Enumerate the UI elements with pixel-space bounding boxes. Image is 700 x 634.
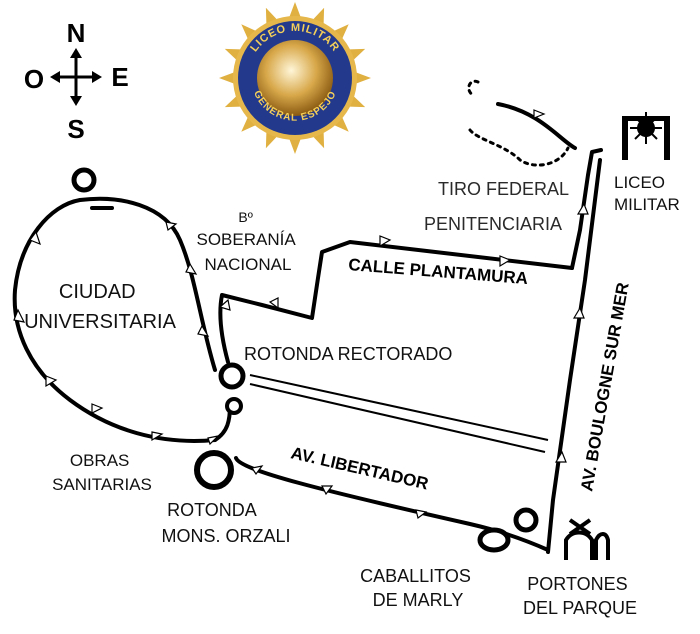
label-ciudad-universitaria: CIUDAD UNIVERSITARIA — [24, 281, 177, 333]
label-liceo-militar: LICEO MILITAR — [614, 173, 680, 214]
label-rotonda-orzali: ROTONDA MONS. ORZALI — [161, 500, 290, 546]
liceo-militar-logo: LICEO MILITAR GENERAL ESPEJO — [219, 2, 371, 154]
roundabout-top-icon — [71, 167, 97, 193]
roundabout-rectorado-icon — [218, 362, 246, 390]
compass-west-label: O — [24, 64, 44, 94]
logo-ray — [241, 24, 260, 43]
logo-ray — [330, 113, 349, 132]
street-labels: CALLE PLANTAMURA AV. LIBERTADOR AV. BOUL… — [289, 255, 633, 493]
place-labels: CIUDAD UNIVERSITARIA OBRAS SANITARIAS Bº… — [24, 173, 680, 618]
label-soberania-nacional: Bº SOBERANÍA NACIONAL — [197, 207, 300, 274]
logo-ray — [330, 24, 349, 43]
label-obras-sanitarias: OBRAS SANITARIAS — [52, 451, 152, 494]
route-lines — [12, 79, 603, 554]
portones-gate-icon — [564, 518, 610, 560]
logo-ray — [288, 2, 302, 21]
logo-ray — [241, 113, 260, 132]
label-rotonda-rectorado: ROTONDA RECTORADO — [244, 344, 452, 364]
route-direction-arrows — [13, 109, 589, 520]
label-penitenciaria: PENITENCIARIA — [424, 214, 562, 234]
label-tiro-federal: TIRO FEDERAL — [438, 179, 569, 199]
logo-ray — [219, 71, 238, 85]
compass-south-label: S — [67, 114, 84, 144]
compass-north-label: N — [67, 18, 86, 48]
label-caballitos-de-marly: CABALLITOS DE MARLY — [360, 566, 476, 610]
roundabout-markers — [71, 167, 539, 553]
logo-ray — [288, 135, 302, 154]
label-portones-del-parque: PORTONES DEL PARQUE — [523, 574, 637, 618]
compass-rose: N S E O — [24, 18, 129, 144]
roundabout-orzali-icon — [194, 450, 234, 490]
liceo-militar-building-icon — [622, 112, 670, 160]
compass-east-label: E — [111, 62, 128, 92]
av-libertador-road-lines — [249, 374, 549, 453]
label-av-boulogne-sur-mer: AV. BOULOGNE SUR MER — [577, 281, 632, 493]
logo-ray — [352, 71, 371, 85]
roundabout-caballitos-icon — [513, 507, 539, 533]
